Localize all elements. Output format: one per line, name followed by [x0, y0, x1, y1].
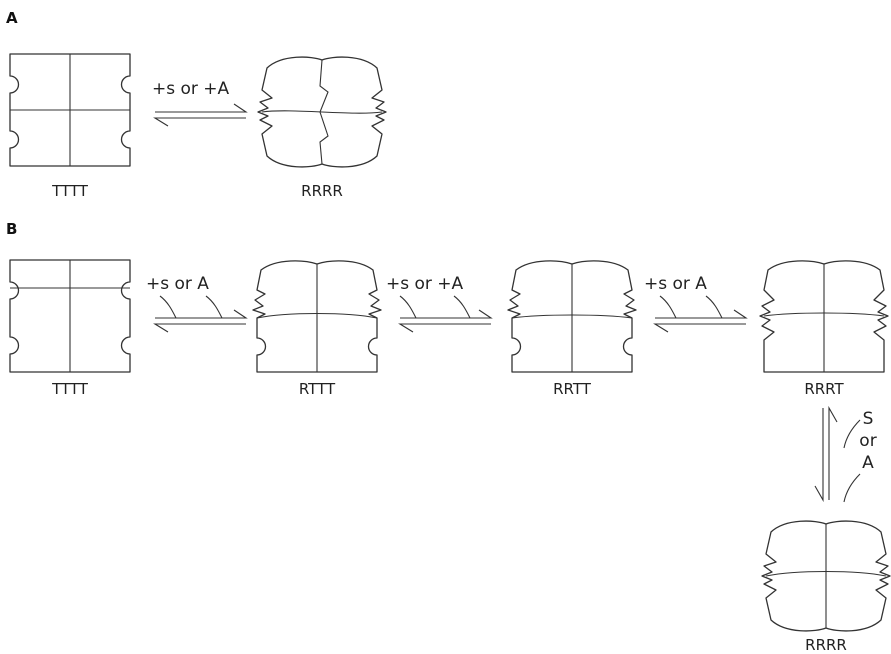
arrow-label-a: +s or +A — [152, 79, 230, 99]
panel-b-label: B — [6, 220, 17, 238]
state-label-rrrt: RRRT — [804, 380, 844, 398]
equilibrium-arrow-vertical — [815, 408, 860, 502]
tttt-molecule-b — [10, 260, 130, 372]
equilibrium-arrow-a — [155, 104, 246, 126]
equilibrium-arrow-b2 — [400, 296, 491, 332]
vertical-label-a: A — [862, 453, 874, 473]
arrow-label-b3: +s or A — [644, 274, 707, 294]
arrow-label-b2: +s or +A — [386, 274, 464, 294]
equilibrium-arrow-b3 — [655, 296, 746, 332]
state-label-rttt: RTTT — [299, 380, 336, 398]
state-label-rrrr-b: RRRR — [805, 636, 847, 654]
arrow-label-b1: +s or A — [146, 274, 209, 294]
rrrr-molecule-b — [762, 521, 890, 631]
vertical-label-or: or — [859, 431, 876, 451]
state-label-rrrr-a: RRRR — [301, 182, 343, 200]
rrrr-molecule-a — [258, 57, 386, 167]
rttt-molecule — [253, 261, 381, 372]
equilibrium-arrow-b1 — [155, 296, 246, 332]
tttt-molecule-a — [10, 54, 130, 166]
state-label-tttt-b: TTTT — [51, 380, 89, 398]
rrtt-molecule — [508, 261, 636, 372]
vertical-label-s: S — [863, 409, 874, 429]
panel-a-label: A — [6, 9, 18, 27]
state-label-rrtt: RRTT — [553, 380, 592, 398]
state-label-tttt-a: TTTT — [51, 182, 89, 200]
rrrt-molecule — [760, 261, 888, 372]
